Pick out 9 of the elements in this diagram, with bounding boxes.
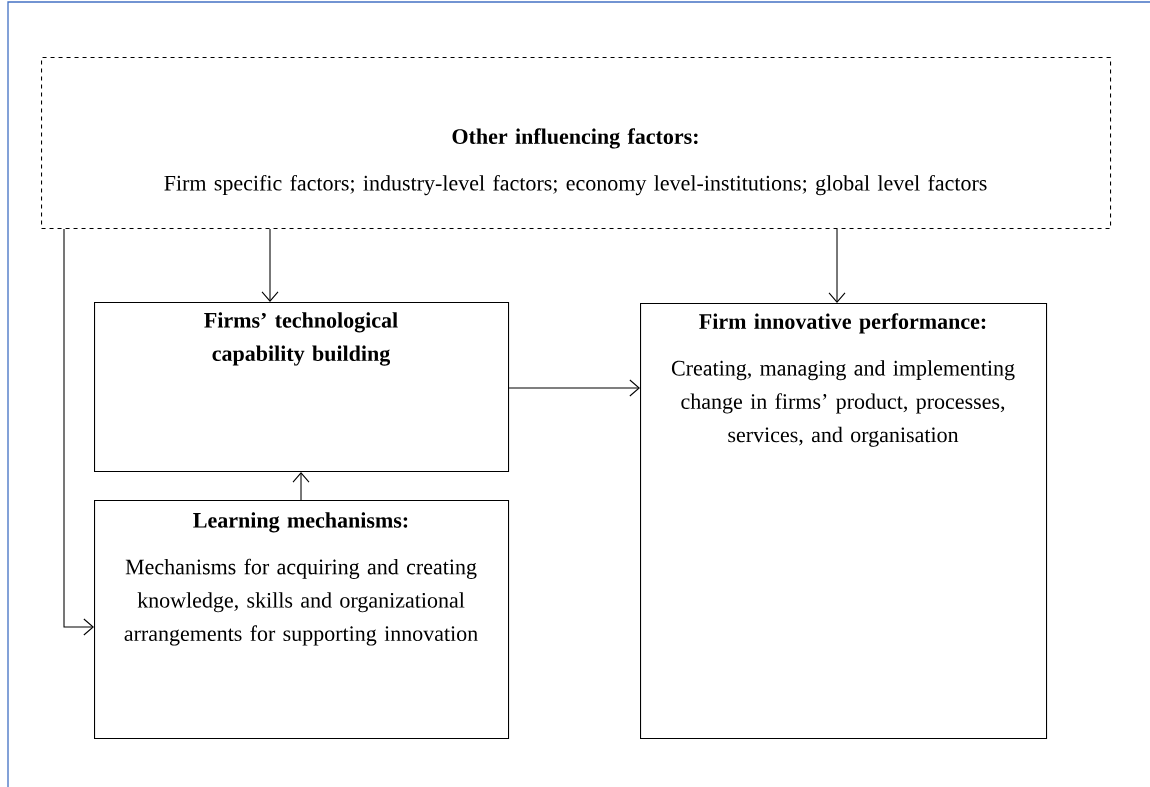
process-box: Firm innovative performance: Creating, managing and implementing change in firms’ product, processes, services, and organisation bbox=[640, 303, 1048, 740]
arrow bbox=[508, 379, 640, 397]
arrow bbox=[828, 228, 846, 303]
process-box: Learning mechanisms: Mechanisms for acquiring and creating knowledge, skills and organizational arrangements for supporting innovation bbox=[94, 500, 510, 740]
arrow bbox=[63, 228, 94, 636]
dashed-box: Other influencing factors: Firm specific factors; industry-level factors; economy level-institutions; global level factors bbox=[41, 57, 1112, 230]
arrow bbox=[261, 228, 279, 302]
arrow bbox=[292, 472, 310, 501]
process-box: Firms’ technological capability building bbox=[94, 302, 510, 473]
